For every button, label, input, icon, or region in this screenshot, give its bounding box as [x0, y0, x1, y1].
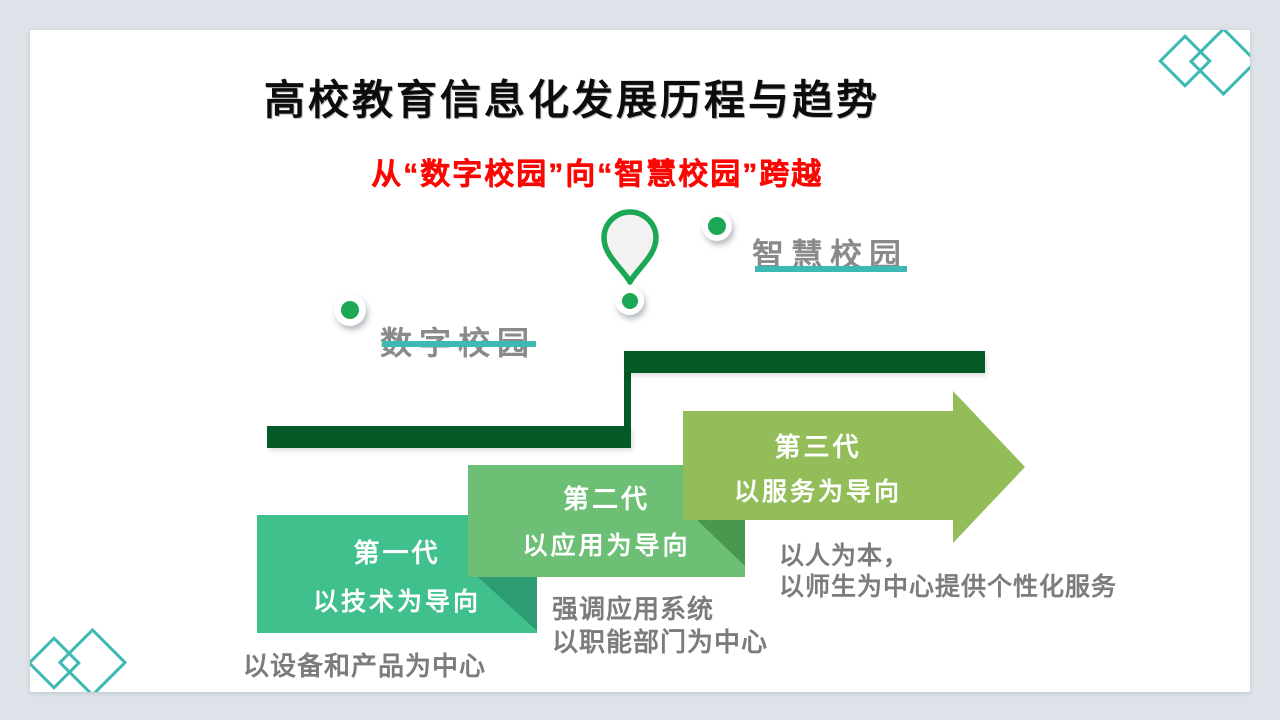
- location-dot-icon: [702, 211, 732, 241]
- generation-1-focus: 以技术为导向: [312, 588, 481, 616]
- generation-1-name: 第一代: [353, 538, 441, 568]
- generation-3-caption: 以人为本， 以师生为中心提供个性化服务: [779, 541, 1117, 603]
- diamond-icon: [57, 627, 128, 692]
- generation-3-name: 第三代: [774, 432, 862, 462]
- green-dot: [621, 292, 638, 309]
- step-bar-upper: [624, 351, 985, 373]
- subtitle: 从“数字校园”向“智慧校园”跨越: [371, 158, 823, 191]
- green-dot: [708, 217, 726, 235]
- generation-2-caption: 强调应用系统 以职能部门为中心: [552, 593, 768, 659]
- generation-3-banner: 第三代 以服务为导向: [683, 411, 953, 520]
- green-dot: [341, 301, 359, 319]
- arrow-head: [953, 391, 1025, 543]
- generation-1-caption: 以设备和产品为中心: [243, 646, 486, 683]
- caption-line: 以职能部门为中心: [552, 627, 769, 657]
- caption-line: 以设备和产品为中心: [243, 651, 487, 681]
- step-bar-riser: [624, 371, 631, 426]
- page-title: 高校教育信息化发展历程与趋势: [264, 77, 880, 123]
- location-dot-icon: [334, 294, 366, 326]
- diamond-icon: [1188, 30, 1250, 97]
- generation-2-name: 第二代: [562, 484, 650, 514]
- map-pin-icon: [601, 209, 659, 285]
- caption-line: 以人为本，: [779, 542, 910, 570]
- generation-2-focus: 以应用为导向: [522, 532, 691, 560]
- step-bar-lower: [267, 426, 631, 448]
- slide: 高校教育信息化发展历程与趋势 从“数字校园”向“智慧校园”跨越 数字校园 智慧校…: [30, 30, 1250, 692]
- generation-3-focus: 以服务为导向: [733, 478, 902, 506]
- underline-smart-campus: [755, 266, 907, 272]
- location-dot-icon: [615, 286, 644, 315]
- caption-line: 以师生为中心提供个性化服务: [779, 573, 1118, 601]
- underline-digital-campus: [382, 341, 536, 347]
- caption-line: 强调应用系统: [552, 594, 715, 624]
